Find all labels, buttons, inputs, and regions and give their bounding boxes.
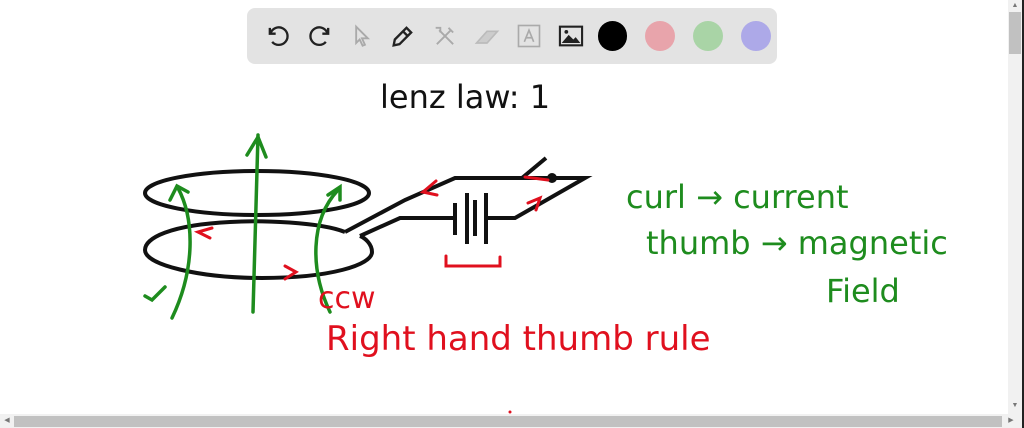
pen-button[interactable] xyxy=(382,15,424,57)
vertical-scrollbar[interactable]: ▲ ▼ xyxy=(1008,0,1022,414)
undo-icon xyxy=(268,26,289,47)
stray-dot xyxy=(508,410,512,414)
current-arrows xyxy=(193,175,550,281)
note-line-2: thumb → magnetic xyxy=(646,224,948,262)
text-icon xyxy=(517,24,541,48)
scroll-left-arrow-icon[interactable]: ◀ xyxy=(4,417,10,424)
select-button[interactable] xyxy=(341,15,383,57)
note-line-1: curl → current xyxy=(626,178,849,216)
eraser-button[interactable] xyxy=(466,15,508,57)
title-text: lenz law: 1 xyxy=(380,78,550,116)
color-swatch-red[interactable] xyxy=(645,21,676,51)
tools-button[interactable] xyxy=(424,15,466,57)
tools-icon xyxy=(435,26,454,45)
scroll-up-arrow-icon[interactable]: ▲ xyxy=(1011,2,1019,9)
scroll-down-arrow-icon[interactable]: ▼ xyxy=(1011,402,1019,409)
whiteboard-canvas[interactable]: lenz law: 1 xyxy=(0,0,1008,414)
field-lines xyxy=(143,133,342,320)
whiteboard-drawing: lenz law: 1 xyxy=(0,0,948,414)
color-swatch-purple[interactable] xyxy=(741,21,771,51)
select-pointer-icon xyxy=(354,24,370,47)
horizontal-scroll-thumb[interactable] xyxy=(14,416,1002,427)
image-icon xyxy=(558,25,583,47)
text-button[interactable] xyxy=(508,15,550,57)
color-swatch-black[interactable] xyxy=(597,21,628,51)
redo-button[interactable] xyxy=(299,15,341,57)
color-swatch-green[interactable] xyxy=(693,21,724,51)
eraser-icon xyxy=(474,30,500,44)
scroll-right-arrow-icon[interactable]: ▶ xyxy=(1008,417,1014,424)
ccw-label: ccw xyxy=(318,281,376,316)
coil-drawing xyxy=(142,156,593,281)
rule-label: Right hand thumb rule xyxy=(326,319,711,359)
vertical-scroll-thumb[interactable] xyxy=(1009,12,1021,54)
pen-icon xyxy=(392,26,414,47)
note-line-3: Field xyxy=(826,272,900,310)
undo-button[interactable] xyxy=(257,15,299,57)
window-border xyxy=(1022,0,1024,428)
redo-icon xyxy=(309,26,330,47)
check-mark: ✓ xyxy=(0,0,1,1)
horizontal-scrollbar[interactable]: ◀ ▶ xyxy=(0,414,1022,428)
drawing-toolbar xyxy=(247,8,777,64)
insert-image-button[interactable] xyxy=(550,15,592,57)
